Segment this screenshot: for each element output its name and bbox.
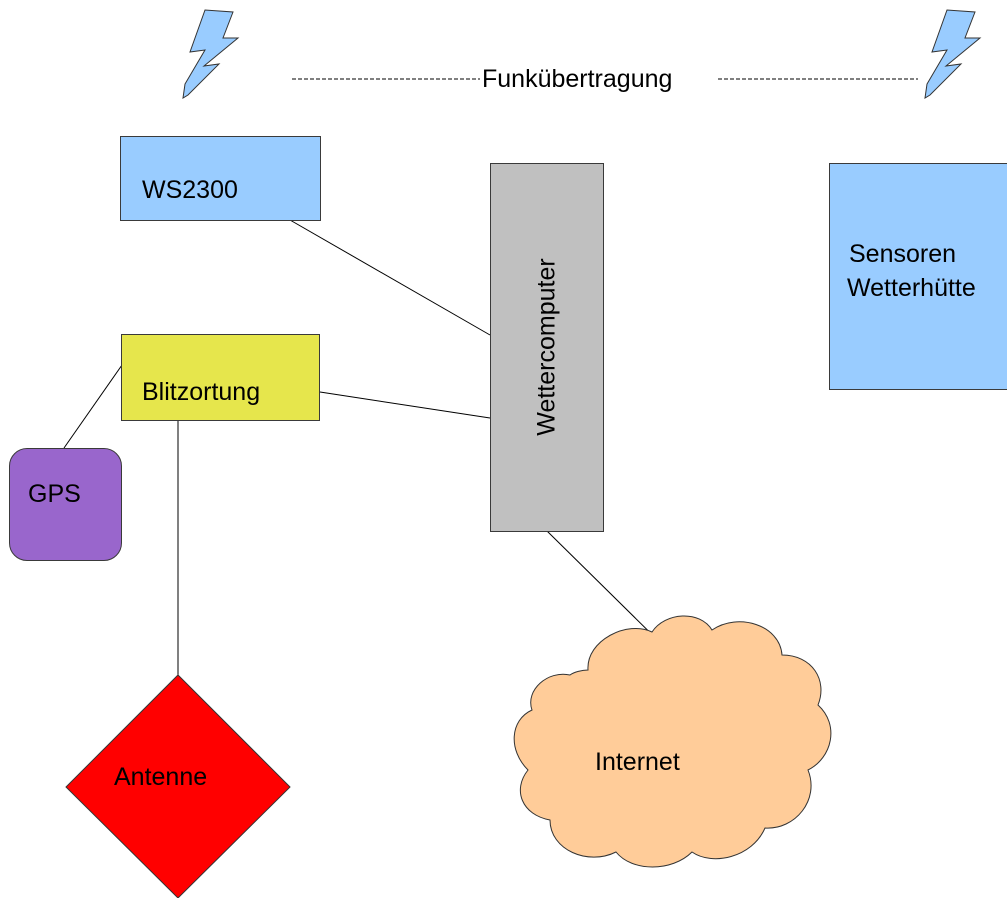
internet-cloud: [513, 615, 832, 868]
blitzortung-box: [121, 334, 320, 421]
antenna-diamond: [65, 674, 291, 898]
ws2300-label: WS2300: [142, 176, 238, 204]
gps-label: GPS: [28, 480, 81, 508]
internet-label: Internet: [595, 748, 680, 776]
ws2300-box: [120, 136, 321, 221]
lightning-bolt-icon: [182, 9, 240, 99]
lightning-bolt-icon: [924, 9, 982, 99]
wettercomputer-box: [490, 163, 604, 532]
connector-blitzortung-gps: [63, 364, 123, 449]
sensoren-box: [829, 163, 1007, 390]
antenna-label: Antenne: [114, 763, 208, 791]
sensoren-label-line1: Sensoren: [849, 240, 957, 268]
radio-transmission-label: Funkübertragung: [482, 65, 673, 93]
connector-ws2300-computer: [289, 219, 491, 336]
blitzortung-label: Blitzortung: [142, 378, 261, 406]
connector-blitzortung-computer: [319, 391, 491, 419]
gps-box: [9, 448, 122, 561]
wettercomputer-label: Wettercomputer: [532, 258, 561, 436]
sensoren-label-line2: Wetterhütte: [847, 274, 976, 302]
